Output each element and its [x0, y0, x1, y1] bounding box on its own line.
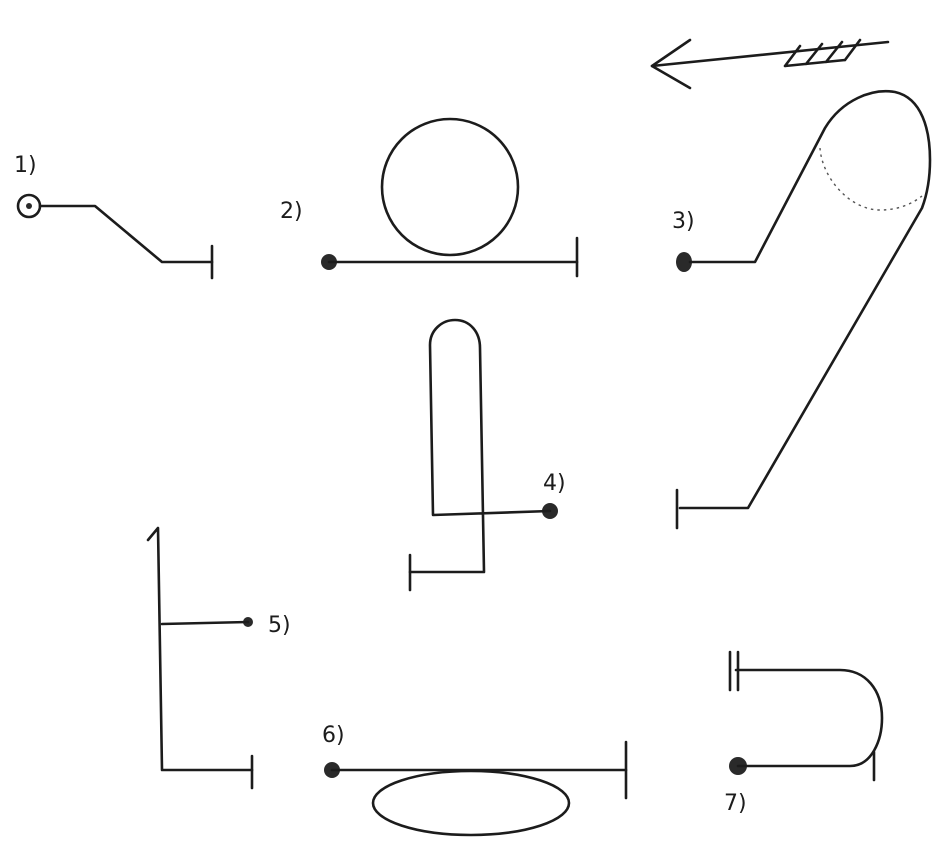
label-7: 7): [724, 791, 747, 816]
diagram-1-start-point: [26, 203, 32, 209]
label-1: 1): [14, 153, 37, 178]
diagram-3: 3): [650, 38, 932, 530]
diagram-5: 5): [146, 526, 291, 790]
diagram-5-branch: [160, 620, 250, 626]
label-6: 6): [322, 723, 345, 748]
diagram-3-start-point: [676, 252, 692, 272]
diagram-1-path: [38, 204, 214, 264]
label-3: 3): [672, 209, 695, 234]
label-5: 5): [268, 613, 291, 638]
diagram-4: 4): [408, 318, 566, 592]
arrow-head: [650, 38, 692, 90]
diagram-1: 1): [14, 153, 214, 280]
diagram-7: 7): [724, 650, 884, 816]
diagram-6: 6): [322, 723, 628, 837]
arrow-feathers: [783, 38, 862, 68]
diagram-3-hidden-segment: [819, 147, 923, 211]
arrow-shaft: [650, 40, 890, 68]
diagram-7-path: [734, 668, 884, 768]
diagram-5-path: [146, 526, 254, 772]
diagram-3-path: [678, 89, 932, 510]
diagram-7-double-bar: [728, 650, 740, 692]
label-2: 2): [280, 199, 303, 224]
diagram-2: 2): [280, 117, 579, 278]
diagram-6-ellipse: [371, 769, 571, 837]
diagram-4-path: [408, 318, 552, 574]
diagram-2-loop: [380, 117, 520, 257]
label-4: 4): [543, 471, 566, 496]
